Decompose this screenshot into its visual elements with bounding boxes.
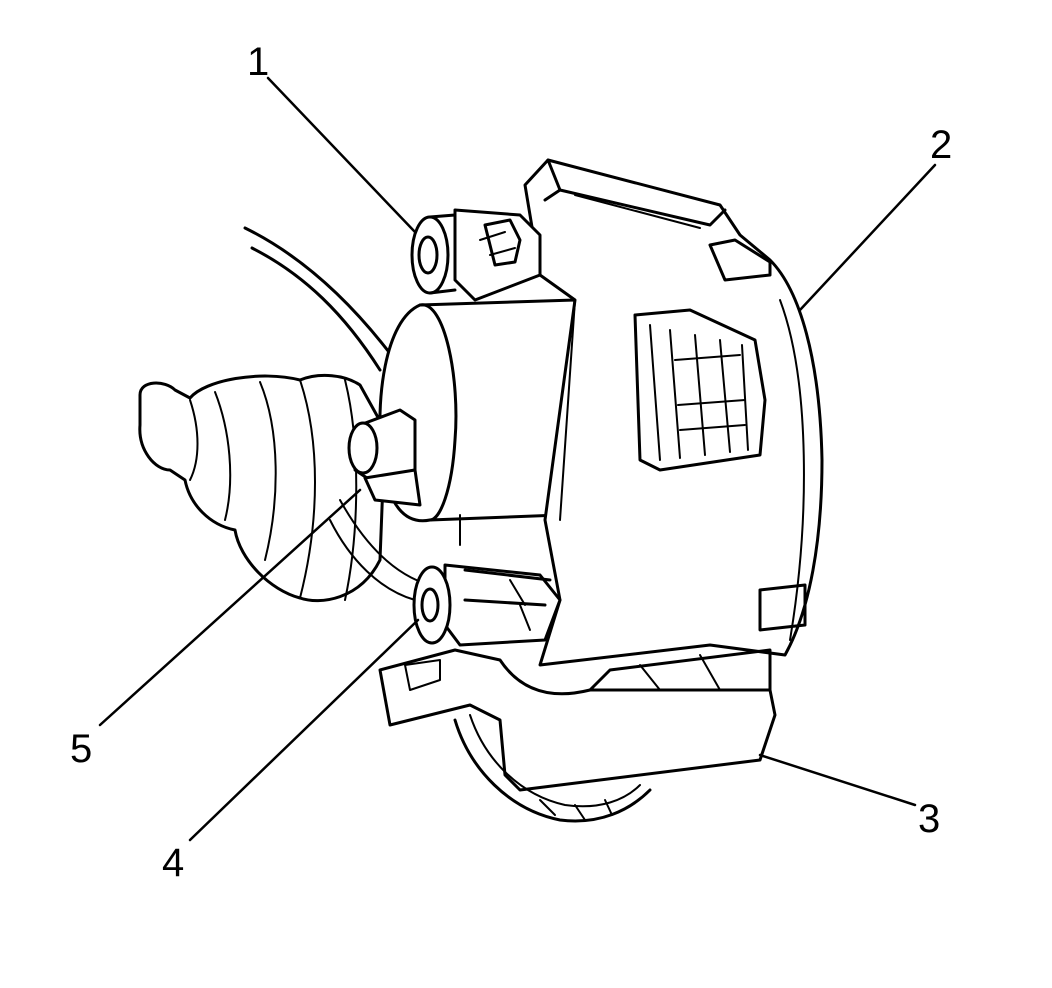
callout-1: 1 bbox=[247, 40, 269, 84]
rotor-arc bbox=[243, 226, 397, 372]
leader-line-5 bbox=[98, 488, 362, 727]
leader-line-1 bbox=[266, 76, 417, 234]
callout-4: 4 bbox=[162, 841, 184, 885]
upper-guide-pin-bolt bbox=[410, 208, 542, 302]
callout-labels: 1 2 3 4 5 bbox=[70, 40, 952, 885]
brake-hose-bolt bbox=[347, 408, 422, 507]
callout-3: 3 bbox=[918, 797, 940, 841]
leader-line-3 bbox=[758, 753, 917, 807]
leader-line-4 bbox=[188, 618, 420, 842]
axle-boot bbox=[138, 374, 431, 603]
piston-housing bbox=[378, 298, 577, 546]
lower-guide-pin-bolt bbox=[412, 563, 562, 647]
callout-2: 2 bbox=[930, 123, 952, 167]
leader-lines bbox=[98, 76, 937, 842]
leader-line-2 bbox=[798, 163, 937, 312]
caliper-bracket bbox=[378, 648, 777, 823]
caliper-body bbox=[523, 158, 824, 667]
callout-5: 5 bbox=[70, 727, 92, 771]
